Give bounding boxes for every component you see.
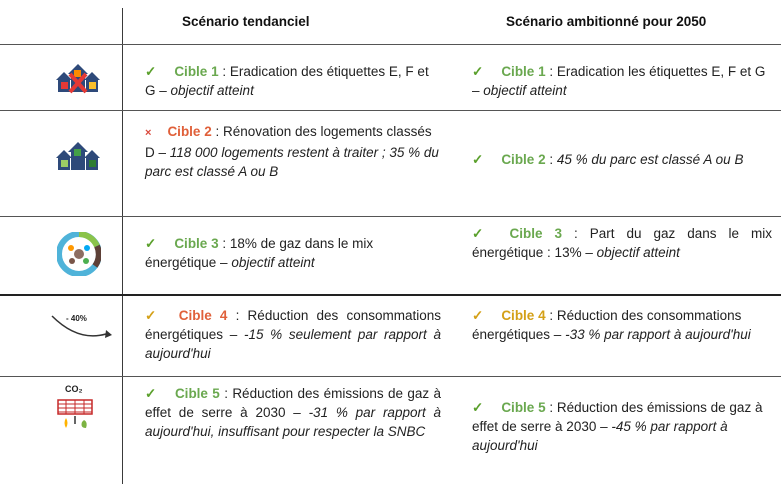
cell-r3-tendanciel: ✓Cible 3 : 18% de gaz dans le mix énergé… <box>145 236 374 270</box>
cell-r1-ambitionne: ✓Cible 1 : Eradication les étiquettes E,… <box>472 64 766 98</box>
check-icon: ✓ <box>472 152 484 167</box>
column-divider <box>122 8 123 484</box>
cross-icon: × <box>145 127 152 139</box>
cell-r4-ambitionne: ✓Cible 4 : Réduction des consommations é… <box>472 308 751 342</box>
row-divider <box>0 44 781 45</box>
header-scenario-tendanciel: Scénario tendanciel <box>182 14 310 29</box>
check-icon: ✓ <box>472 64 484 79</box>
cell-r2-ambitionne: ✓Cible 2 : 45 % du parc est classé A ou … <box>472 152 744 167</box>
check-icon: ✓ <box>472 400 484 415</box>
co2-emissions-icon <box>54 388 96 441</box>
row-divider <box>0 376 781 377</box>
check-icon: ✓ <box>145 64 157 79</box>
cell-r4-tendanciel: ✓Cible 4 : Réduction des consommations é… <box>145 308 442 361</box>
cell-r5-ambitionne: ✓Cible 5 : Réduction des émissions de ga… <box>472 400 763 453</box>
co2-label: CO₂ <box>65 384 83 394</box>
houses-energy-label-icon <box>52 140 106 179</box>
cell-r2-tendanciel: ×Cible 2 : Rénovation des logements clas… <box>145 124 439 179</box>
check-icon: ✓ <box>145 308 161 323</box>
cell-r5-tendanciel: ✓Cible 5 : Réduction des émissions de ga… <box>145 386 442 439</box>
row-divider <box>0 294 781 296</box>
header-scenario-ambitionne: Scénario ambitionné pour 2050 <box>506 14 707 29</box>
houses-crossed-label-icon <box>52 60 106 101</box>
reduction-arrow-icon <box>48 308 112 353</box>
cell-r3-ambitionne: ✓Cible 3 : Part du gaz dans le mix énerg… <box>472 226 772 260</box>
check-icon: ✓ <box>145 386 157 401</box>
check-icon: ✓ <box>145 236 157 251</box>
energy-mix-circle-icon <box>56 231 102 281</box>
cell-r1-tendanciel: ✓Cible 1 : Eradication des étiquettes E,… <box>145 64 429 98</box>
check-icon: ✓ <box>472 308 484 323</box>
check-icon: ✓ <box>472 226 492 241</box>
row-divider <box>0 110 781 111</box>
reduction-label: - 40% <box>66 314 87 323</box>
row-divider <box>0 216 781 217</box>
